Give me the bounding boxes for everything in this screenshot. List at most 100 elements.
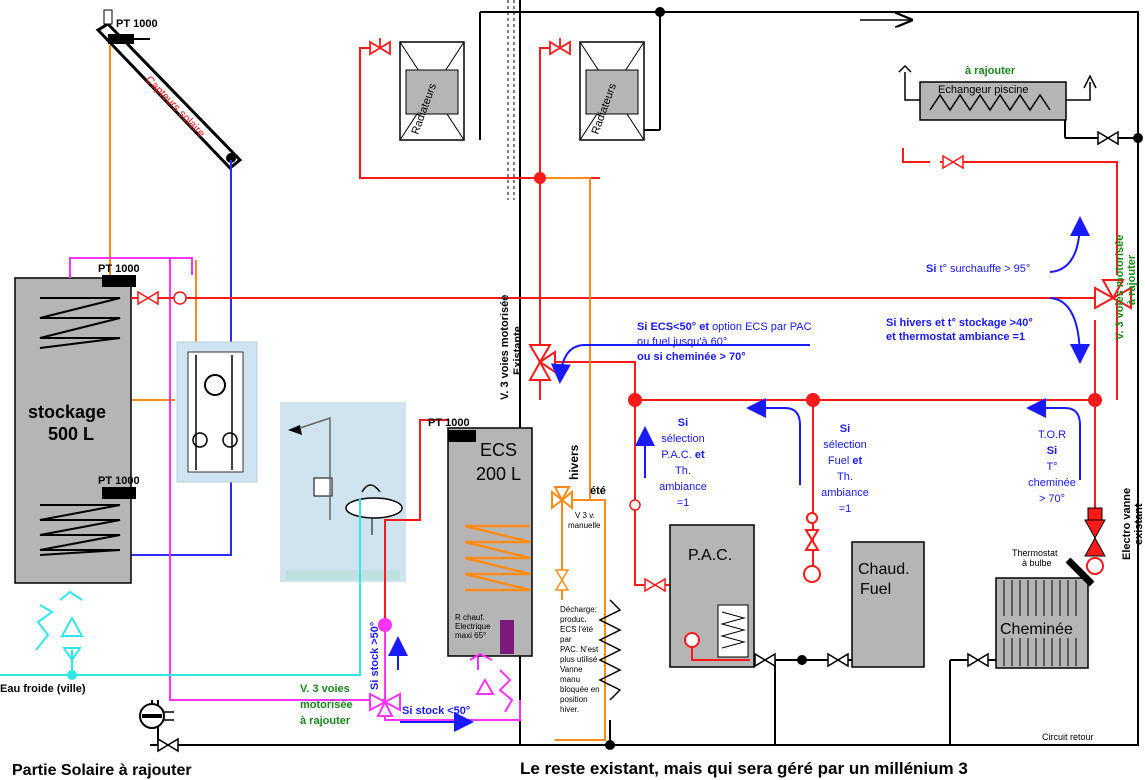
- thermostat-bulb: [1065, 557, 1095, 587]
- v3-existing-label-1: V. 3 voies motorisée: [499, 295, 511, 400]
- v3-right-label-1: V. 3 voies motorisée: [1114, 235, 1126, 340]
- fuel-cond-line: Si: [840, 423, 850, 435]
- resistance-label-1: R chauf.: [455, 613, 485, 622]
- overheat-text: t° surchauffe > 95°: [939, 263, 1030, 275]
- chimney: Cheminée: [995, 577, 1089, 669]
- resistance-label-2: Electrique: [455, 622, 491, 631]
- overheat-condition: Si t° surchauffe > 95°: [926, 263, 1030, 275]
- winter-stock: t° stockage >40°: [948, 317, 1033, 329]
- pt1000-collector-label: PT 1000: [116, 18, 158, 30]
- circulator-pump: [139, 700, 174, 729]
- junction-dot: [534, 172, 546, 184]
- resistance-label-3: maxi 65°: [455, 631, 486, 640]
- ecs-chimney: si cheminée > 70°: [654, 351, 746, 363]
- v3-existing-label-2: Existante: [512, 326, 524, 375]
- bottom-3way-valve: [369, 692, 401, 717]
- discharge-line: produc.: [560, 615, 587, 624]
- junction-dot: [806, 393, 820, 407]
- fuel-cond-line: =1: [839, 503, 852, 515]
- flow-arrow-fuel: [746, 398, 801, 485]
- discharge-line: manu: [560, 675, 580, 684]
- electro-valve-label-2: existant: [1133, 503, 1145, 545]
- svg-text:Si t° surchauffe > 95°: Si t° surchauffe > 95°: [926, 263, 1030, 275]
- tank-volume: 500 L: [48, 424, 94, 444]
- discharge-line: ECS l'été: [560, 625, 594, 634]
- pac-cond-line: =1: [677, 497, 690, 509]
- v3-bottom-label-3: à rajouter: [300, 715, 351, 727]
- heat-pump: P.A.C.: [669, 524, 755, 668]
- tor-cond-line: cheminée: [1028, 477, 1076, 489]
- junction-dot: [378, 618, 392, 632]
- flow-arrow-winter: [1049, 297, 1090, 364]
- pink-pipe: [477, 654, 500, 670]
- v3-bottom-label-2: motorisée: [300, 699, 353, 711]
- existing-3way-valve: [528, 344, 556, 381]
- pac-valve: [644, 577, 666, 593]
- ecs-threshold: ECS<50°: [650, 321, 696, 333]
- ecs-si: Si: [637, 321, 647, 333]
- ecs-condition: Si ECS<50° et option ECS par PAC ou fuel…: [637, 321, 812, 363]
- city-water-pipe: [0, 498, 361, 676]
- ecs-volume: 200 L: [476, 464, 521, 484]
- junction-dot: [655, 7, 665, 17]
- winter-si: Si: [886, 317, 896, 329]
- winter-et2: et: [886, 331, 896, 343]
- junction-dot: [797, 655, 807, 665]
- pac-cond-line: P.A.C.: [661, 449, 691, 461]
- svg-text:Fuel et: Fuel et: [828, 455, 863, 467]
- svg-text:Si ECS<50° et option ECS par P: Si ECS<50° et option ECS par PAC: [637, 321, 812, 333]
- pool-exchanger: Echangeur piscine à rajouter: [898, 64, 1097, 121]
- discharge-line: plus utilisé: [560, 655, 598, 664]
- svg-text:P.A.C. et: P.A.C. et: [661, 449, 705, 461]
- pac-cond-line: ambiance: [659, 481, 707, 493]
- manual-3way-valve: [551, 486, 573, 511]
- return-circuit-label: Circuit retour: [1042, 732, 1094, 742]
- radiator-valve-1: [369, 38, 391, 56]
- tor-cond-line: T.O.R: [1038, 429, 1066, 441]
- radiator-valve-2: [549, 38, 571, 56]
- tor-cond-line: T°: [1046, 461, 1057, 473]
- ecs-name: ECS: [480, 440, 517, 460]
- electro-valve-label-1: Electro vanne: [1121, 488, 1133, 560]
- junction-dot: [67, 670, 77, 680]
- ete-label: été: [590, 485, 606, 497]
- junction-dot: [628, 393, 642, 407]
- collector-label: Capteurs solaire: [143, 74, 207, 140]
- stock-lt-label: Si stock <50°: [402, 705, 470, 717]
- ecs-tank: PT 1000 ECS 200 L R chauf. Electrique ma…: [428, 417, 533, 657]
- discharge-line: PAC. N'est: [560, 645, 599, 654]
- stock-gt-label: Si stock >50°: [369, 622, 381, 690]
- return-valves: [157, 652, 989, 753]
- flow-arrow-ecs: [550, 344, 810, 384]
- ecs-line-2: ou fuel jusqu'à 60°: [637, 336, 727, 348]
- storage-tank: stockage 500 L PT 1000 PT 1000: [14, 263, 140, 584]
- discharge-line: position: [560, 695, 588, 704]
- ecs-option: option ECS par PAC: [712, 321, 812, 333]
- winter-condition: Si hivers et t° stockage >40° et thermos…: [886, 317, 1033, 343]
- existing-part-title: Le reste existant, mais qui sera géré pa…: [520, 759, 968, 778]
- chimney-label: Cheminée: [1000, 621, 1073, 638]
- tor-cond-line: Si: [1047, 445, 1057, 457]
- svg-text:ou si cheminée > 70°: ou si cheminée > 70°: [637, 351, 746, 363]
- pink-pipe: [384, 625, 521, 721]
- v3-right-label-2: à rajouter: [1126, 254, 1138, 305]
- svg-text:et thermostat ambiance =1: et thermostat ambiance =1: [886, 331, 1025, 343]
- overheat-si: Si: [926, 263, 936, 275]
- pac-cond-line: Si: [678, 417, 688, 429]
- fuel-cond-line: et: [852, 455, 862, 467]
- winter-et: et: [935, 317, 945, 329]
- flow-arrow-overheat: [1049, 216, 1090, 273]
- ecs-et: et: [699, 321, 709, 333]
- pool-exchanger-label: Echangeur piscine: [938, 84, 1029, 96]
- fuel-boiler: Chaud. Fuel: [851, 541, 925, 668]
- thermostat-label-1: Thermostat: [1012, 548, 1058, 558]
- discharge-line: par: [560, 635, 572, 644]
- tor-cond-line: > 70°: [1039, 493, 1065, 505]
- v3-manual-label-2: manuelle: [568, 521, 601, 530]
- discharge-line: bloquée en: [560, 685, 600, 694]
- pac-cond-line: Th.: [675, 465, 691, 477]
- small-valve: [554, 569, 570, 591]
- pt1000-tank-top: PT 1000: [98, 263, 140, 275]
- v3-bottom-label-1: V. 3 voies: [300, 683, 350, 695]
